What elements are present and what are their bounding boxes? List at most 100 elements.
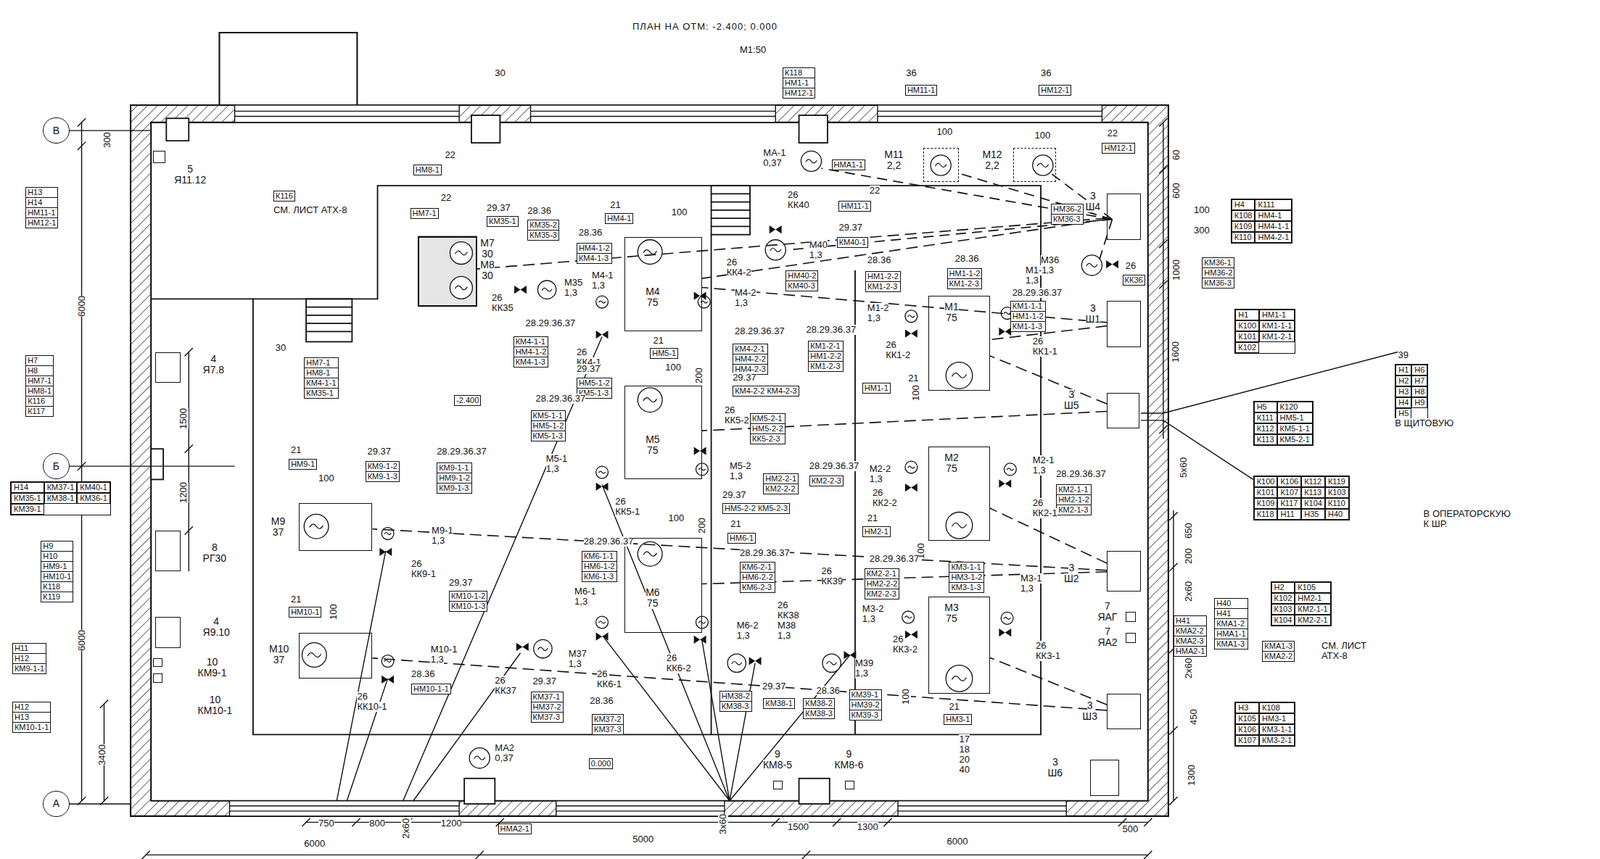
- table-cell: К105: [1235, 713, 1260, 725]
- table-cell: КМ2-1-1: [1294, 604, 1331, 616]
- cable-tag: КМ38-3: [719, 701, 753, 713]
- label-group: В ЩИТОВУЮ: [1394, 418, 1454, 429]
- equipment-label: М5: [645, 434, 660, 446]
- dimension-text: 2х60: [1183, 581, 1194, 602]
- label-group: М401,3: [809, 240, 828, 261]
- callout-text: 100: [937, 126, 954, 138]
- callout-text: 26: [596, 669, 608, 680]
- label-group: НМ4-1-2КМ4-1-3: [576, 242, 613, 265]
- table-cell: К104: [1271, 615, 1296, 626]
- label-group: 26КК6-2: [666, 653, 692, 674]
- cable-route: [990, 508, 1108, 564]
- callout-text: 17: [958, 734, 969, 745]
- cable-tag: Н14: [25, 197, 59, 209]
- equipment-label: 3: [1087, 700, 1094, 712]
- callout-text: 28.36: [867, 255, 892, 266]
- label-group: 3х60: [718, 834, 739, 845]
- callout-text: 800: [369, 818, 386, 830]
- table-cell: К100: [1254, 476, 1278, 488]
- equipment-label: 7: [1104, 601, 1111, 613]
- node-text-stack: Б: [52, 461, 60, 473]
- cable-tag: -2.400: [454, 395, 481, 407]
- equipment-label: Ш3: [1082, 711, 1098, 723]
- callout-text: 26: [787, 190, 798, 201]
- label-group: СМ. ЛИСТАТХ-8: [1321, 641, 1367, 662]
- equipment-label: 7: [1104, 626, 1111, 638]
- label-group: НМ1-1: [862, 382, 891, 394]
- label-group: 100: [910, 401, 927, 412]
- callout-text: 40: [958, 765, 969, 776]
- equipment-label: 9: [846, 749, 853, 761]
- label-group: 26КК40: [787, 190, 810, 211]
- label-group: 26КК2-1: [1032, 498, 1058, 519]
- callout-text: М40: [809, 240, 828, 251]
- cable-tag: КМА1-2: [1214, 618, 1248, 630]
- label-group: 22: [1106, 128, 1117, 139]
- label-group: М3-21,3: [862, 604, 885, 625]
- callout-text: 100: [1034, 130, 1051, 141]
- cable-tag: КМ4-1-1: [303, 377, 338, 389]
- callout-text: КК2-1: [1032, 508, 1058, 519]
- label-group: 28.29.36.37: [525, 318, 576, 329]
- callout-text: 28.36: [816, 686, 841, 697]
- label-group: 5000: [632, 834, 654, 845]
- dimension-text: 100: [910, 385, 922, 402]
- equipment-label: 30: [481, 270, 494, 282]
- dimension-text: 200: [694, 367, 705, 384]
- cable-tag: НМ6-1: [727, 533, 756, 544]
- table-cell: НМ3-1: [1259, 713, 1295, 725]
- table-cell: К117: [1277, 498, 1302, 510]
- label-group: М5-21,3: [729, 461, 752, 482]
- callout-text: 1,3: [574, 596, 588, 608]
- table-cell: КМ36-1: [76, 493, 111, 505]
- cable-tag: КМ10-1-2: [448, 591, 488, 602]
- callout-text: М4-1: [591, 270, 614, 281]
- equipment-label: Ш4: [1085, 201, 1101, 213]
- equipment-box: 4Я7.8: [155, 352, 181, 383]
- cable-tag: Н12: [12, 702, 51, 713]
- cable-tag: НМ1-2-2: [865, 271, 901, 283]
- equipment-box: М175: [928, 295, 990, 391]
- callout-text: В ЩИТОВУЮ: [1394, 418, 1454, 429]
- cable-tag: НМ3-1-2: [948, 572, 985, 584]
- node-text-stack: М675: [645, 587, 660, 610]
- table-cell: К108: [1259, 702, 1295, 714]
- callout-text: 1300: [857, 822, 879, 833]
- dimension-text: 100: [328, 604, 339, 621]
- callout-text: 1,3: [867, 313, 881, 324]
- label-group: Н2К105К102НМ2-1К103КМ2-1-1К104КМ2-2-1: [1270, 581, 1332, 627]
- callout-text: 26: [777, 600, 788, 611]
- cable-tag: К116: [273, 190, 296, 202]
- equipment-label: Я11.12: [174, 174, 206, 186]
- equipment-box: 3Ш2: [1106, 551, 1141, 592]
- equipment-label: 30: [481, 248, 494, 260]
- label-group: 100: [900, 704, 917, 716]
- node-text-stack: 3Ш2: [1064, 562, 1080, 585]
- label-group: 100: [1034, 130, 1051, 141]
- label-group: КМ39-1НМ39-2КМ39-3: [849, 689, 882, 721]
- label-group: 29.37: [576, 364, 601, 375]
- cable-tag: КМ6-2-3: [739, 582, 776, 594]
- cable-tag: НМ8-1: [303, 367, 338, 379]
- equipment-box: М475: [624, 237, 703, 333]
- equipment-label: ЯА2: [1097, 637, 1117, 649]
- dimension-text: 6000: [76, 295, 88, 317]
- callout-text: КК2-2: [872, 498, 898, 509]
- callout-text: 28.36: [589, 696, 614, 707]
- cable-tag: НМ8-1: [25, 385, 54, 397]
- equipment-label: 3: [1068, 562, 1075, 574]
- callout-text: 28.29.36.37: [809, 461, 860, 472]
- equipment-label: 75: [646, 297, 659, 309]
- walls: [130, 32, 1169, 817]
- table-cell: К106: [1235, 724, 1260, 736]
- node-text-stack: В: [52, 125, 60, 137]
- label-group: СМ. ЛИСТ АТХ-8: [273, 205, 348, 216]
- label-group: 26КК39: [821, 566, 844, 587]
- callout-text: 26: [491, 293, 502, 304]
- label-group: КМ9-1-2КМ9-1-3: [365, 461, 400, 483]
- label-group: 100: [937, 126, 954, 138]
- callout-text: К ШР.: [1423, 519, 1448, 530]
- node-text-stack: 10КМ10-1: [198, 694, 233, 717]
